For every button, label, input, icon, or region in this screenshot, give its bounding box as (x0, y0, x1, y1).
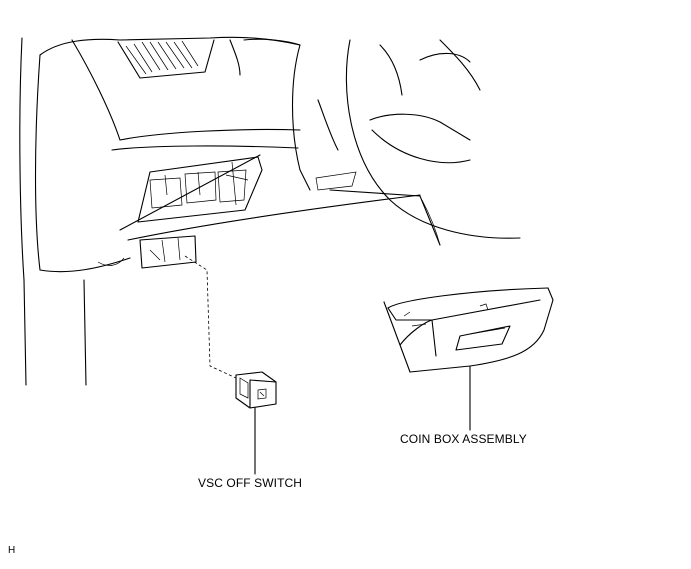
instrument-panel-illustration (19, 36, 521, 386)
coin-box-assembly-label: COIN BOX ASSEMBLY (400, 432, 527, 446)
vsc-off-switch-label: VSC OFF SWITCH (198, 476, 303, 490)
vsc-off-switch-illustration (235, 371, 277, 409)
install-direction-line (184, 255, 237, 379)
coin-box-illustration (383, 287, 554, 373)
corner-code-label: H (8, 545, 16, 556)
